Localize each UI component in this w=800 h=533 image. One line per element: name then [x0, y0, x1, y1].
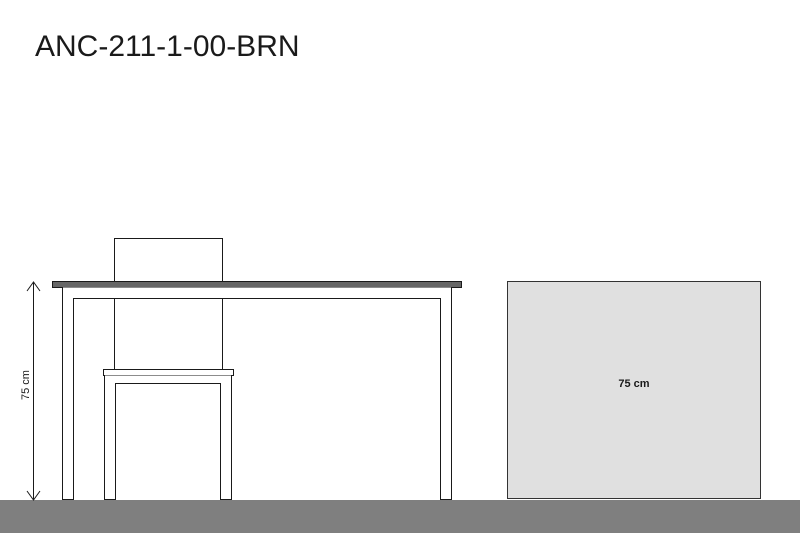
chair-seat — [103, 369, 234, 376]
box-dimension-label: 75 cm — [618, 378, 649, 390]
height-dimension-label: 75 cm — [20, 370, 32, 400]
arrow-up-icon — [26, 281, 41, 292]
arrow-down-icon — [26, 490, 41, 501]
table-frame — [62, 287, 452, 500]
profile-box — [507, 281, 761, 499]
chair-legs — [104, 375, 232, 500]
tabletop — [52, 281, 462, 288]
height-dimension: 75 cm — [20, 281, 41, 501]
product-code-title: ANC-211-1-00-BRN — [35, 30, 300, 63]
chair-backrest — [114, 238, 223, 282]
floor — [0, 500, 800, 533]
